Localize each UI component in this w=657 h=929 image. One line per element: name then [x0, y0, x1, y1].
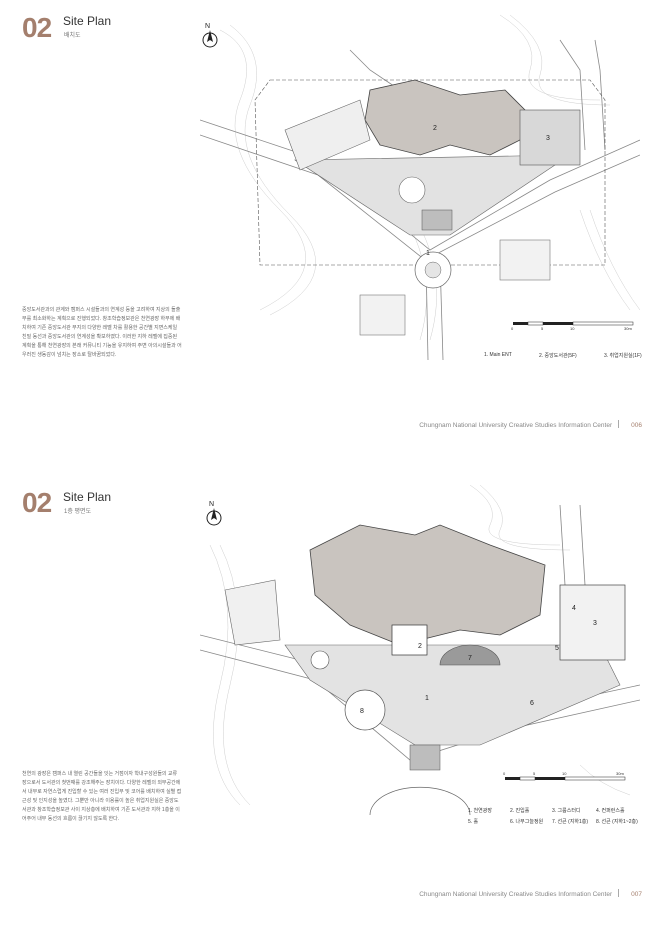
legend-item: 6. 나무그늘정원: [510, 819, 544, 825]
footer-text: Chungnam National University Creative St…: [419, 422, 613, 429]
section-number: 02: [22, 487, 52, 518]
legend-item: 1. Main ENT: [484, 352, 512, 358]
scale-bar: 0 5 10 30m: [511, 321, 634, 331]
plan-label: 5: [555, 645, 559, 652]
plan-label: 6: [530, 700, 534, 707]
plan-label: 8: [360, 708, 364, 715]
page-title: Site Plan: [63, 14, 112, 28]
section-number: 02: [22, 12, 52, 43]
plan-label: 7: [468, 655, 472, 662]
footer-text: Chungnam National University Creative St…: [419, 891, 613, 898]
page-007: 02 Site Plan 1층 평면도: [0, 465, 657, 929]
description-text: 천연의 광장은 캠퍼스 내 열린 공간들을 잇는 거점이자 학내구성원들의 교류…: [22, 771, 182, 822]
north-arrow-icon: N: [202, 23, 218, 48]
legend-item: 8. 선큰 (지하1~2층): [596, 819, 638, 825]
page-number: 007: [631, 891, 642, 898]
page-title: Site Plan: [63, 490, 112, 504]
page-subtitle: 배치도: [64, 33, 81, 39]
page-number: 006: [631, 422, 642, 429]
plan-label: 3: [546, 135, 550, 142]
footer-divider: [618, 420, 620, 428]
plan-label: 2: [433, 125, 437, 132]
svg-text:0: 0: [503, 771, 506, 776]
plan-label: 2: [418, 643, 422, 650]
plan-label: 1: [425, 695, 429, 702]
legend-item: 7. 선큰 (지하1층): [552, 819, 589, 825]
page-subtitle: 1층 평면도: [64, 509, 92, 515]
plan-label: 3: [593, 620, 597, 627]
legend-item: 1. 천연광장: [468, 808, 492, 814]
footer-divider: [618, 889, 620, 897]
svg-text:10: 10: [562, 771, 567, 776]
svg-text:30m: 30m: [624, 326, 632, 331]
plan-label: 4: [572, 605, 576, 612]
legend-item: 4. 컨퍼런스홀: [596, 808, 625, 814]
page-006: 02 Site Plan 배치도: [0, 0, 657, 464]
legend-item: 3. 취업지원실(1F): [604, 353, 642, 359]
svg-text:30m: 30m: [616, 771, 624, 776]
page-footer: Chungnam National University Creative St…: [419, 889, 642, 898]
north-label: N: [209, 501, 214, 508]
svg-text:5: 5: [541, 326, 544, 331]
legend-item: 3. 그룹스터디: [552, 808, 581, 814]
page-footer: Chungnam National University Creative St…: [419, 420, 642, 429]
scale-bar: 0 5 10 30m: [503, 771, 626, 781]
north-arrow-icon: N: [206, 501, 222, 526]
description-text: 중앙도서관과의 관계와 캠퍼스 시설들과의 연계성 등을 고려하여 지상의 돌출…: [22, 307, 182, 358]
plan-label: 1: [426, 250, 430, 257]
legend-item: 5. 홀: [468, 819, 479, 825]
plan-legend: 1. Main ENT 2. 중앙도서관(5F) 3. 취업지원실(1F): [484, 352, 654, 362]
svg-text:10: 10: [570, 326, 575, 331]
legend-item: 2. 중앙도서관(5F): [539, 353, 577, 359]
site-plan-drawing: 1 2 3 N 0 5 10 30m: [200, 10, 640, 360]
svg-text:5: 5: [533, 771, 536, 776]
legend-item: 2. 진입홀: [510, 808, 530, 814]
north-label: N: [205, 23, 210, 30]
floor-plan-drawing: 1 2 3 4 5 6 7 8 N 0 5 10 30m: [200, 485, 640, 835]
svg-text:0: 0: [511, 326, 514, 331]
plan-legend: 1. 천연광장 2. 진입홀 3. 그룹스터디 4. 컨퍼런스홀 5. 홀 6.…: [468, 807, 653, 833]
